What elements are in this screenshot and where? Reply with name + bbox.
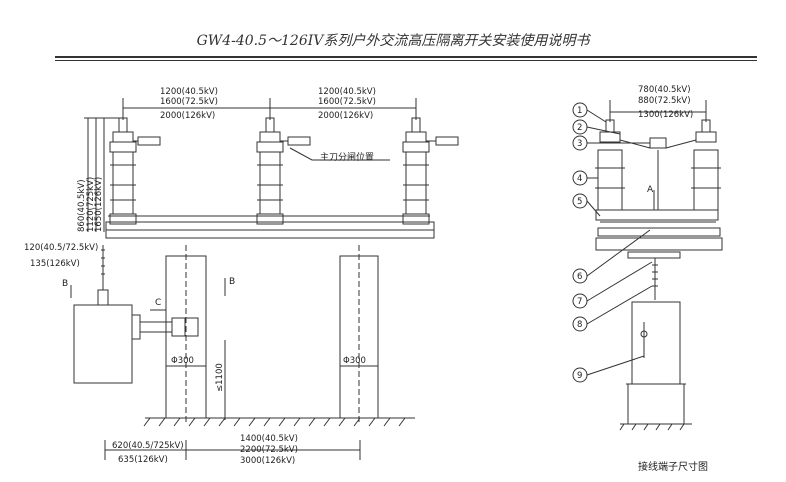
side-mechanism-box [631,301,681,385]
callout-4: 4 [577,174,582,184]
bottom-dim-left-2: 635(126kV) [118,455,168,465]
header-rule-thin [55,60,757,61]
side-view-caption: 接线端子尺寸图 [638,460,708,473]
callout-1: 1 [577,106,582,116]
position-label: 主刀分闸位置 [320,151,374,163]
left-dim-1: 860(40.5kV) [77,179,87,232]
side-top-dim-2: 880(72.5kV) [638,96,691,106]
callout-2: 2 [577,123,582,133]
arrow-a-label: A [647,185,654,195]
callout-3: 3 [577,139,582,149]
insulator-right [402,117,430,225]
pipe-dia-left: Φ300 [171,356,194,366]
callout-7: 7 [577,297,582,307]
top-dim-right-3: 2000(126kV) [318,111,373,121]
top-dim-right-2: 1600(72.5kV) [318,97,376,107]
terminal-pad-left [137,136,161,146]
callout-8: 8 [577,320,582,330]
top-dim-left-1: 1200(40.5kV) [160,87,218,97]
header-rule [55,56,757,58]
section-b-right: B [229,277,235,287]
top-dim-right-1: 1200(40.5kV) [318,87,376,97]
side-dim-2: 135(126kV) [30,259,80,269]
side-view [572,100,723,431]
height-dim: ≤1100 [215,363,225,392]
bottom-dim-right-3: 3000(126kV) [240,456,295,466]
side-post [627,383,685,425]
left-dim-2: 1120(725kV) [86,177,96,232]
front-view [70,98,459,460]
insulator-middle [256,117,284,225]
top-dim-left-3: 2000(126kV) [160,111,215,121]
bottom-dim-right-1: 1400(40.5kV) [240,434,298,444]
terminal-pad-right [435,136,459,146]
side-top-dim-3: 1300(126kV) [638,110,693,120]
insulator-left [109,117,137,225]
section-b-left: B [62,279,68,289]
left-dim-3: 1650(126kV) [94,177,104,232]
bottom-dim-left-1: 620(40.5/725kV) [112,441,184,451]
side-insulator-left [597,149,623,211]
top-dim-left-2: 1600(72.5kV) [160,97,218,107]
page-title: GW4-40.5～126IV系列户外交流高压隔离开关安装使用说明书 [196,33,590,49]
callout-6: 6 [577,272,582,282]
section-c: C [155,298,161,308]
pipe-dia-right: Φ300 [343,356,366,366]
callout-5: 5 [577,197,582,207]
side-dim-1: 120(40.5/72.5kV) [24,243,98,253]
callout-9: 9 [577,371,582,381]
bottom-dim-right-2: 2200(72.5kV) [240,445,298,455]
operating-mechanism [73,304,133,384]
side-top-dim-1: 780(40.5kV) [638,85,691,95]
side-insulator-right [693,149,719,211]
terminal-pad-middle [287,136,311,146]
